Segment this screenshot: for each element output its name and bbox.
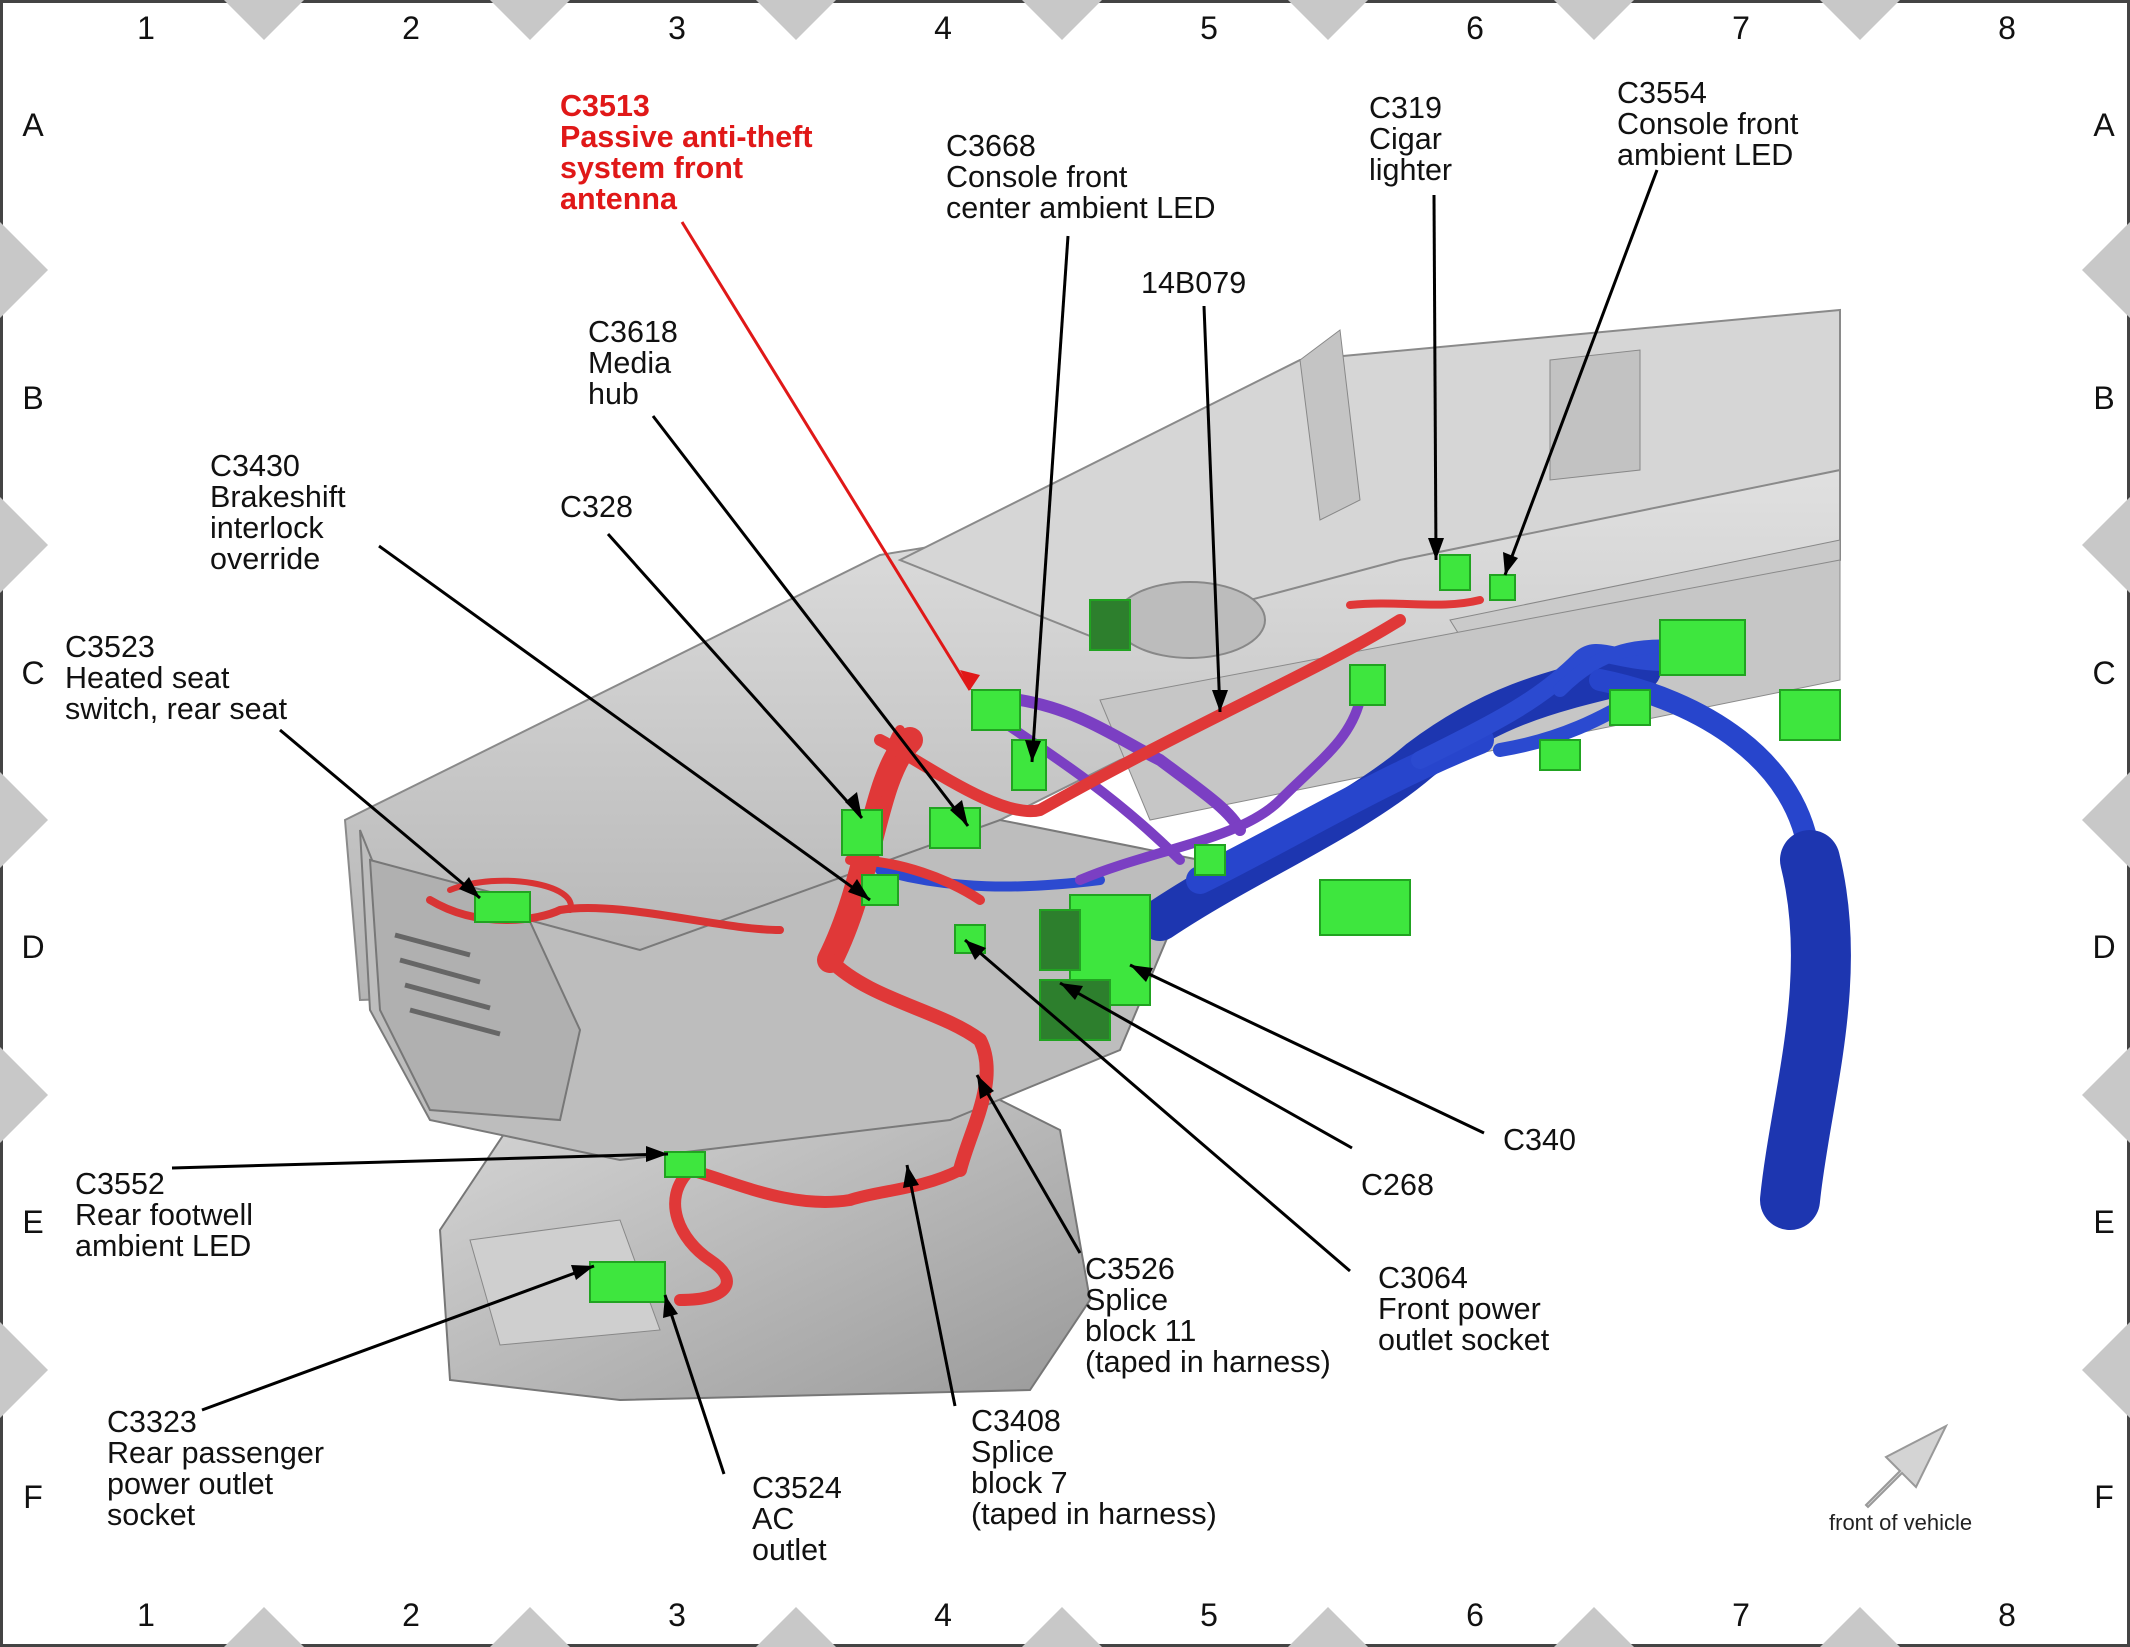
callout-c340: C340: [1503, 1123, 1576, 1157]
grid-col-label-top-7: 7: [1732, 10, 1750, 46]
leader-lines: [171, 169, 1659, 1475]
callout-c3552: C3552 Rear footwell ambient LED: [75, 1167, 253, 1263]
grid-col-label-bottom-5: 5: [1200, 1597, 1218, 1633]
grid-col-label-bottom-7: 7: [1732, 1597, 1750, 1633]
grid-col-label-bottom-3: 3: [668, 1597, 686, 1633]
grid-col-label-top-2: 2: [402, 10, 420, 46]
grid-row-label-right-e: E: [2093, 1204, 2115, 1240]
grid-row-label-right-d: D: [2092, 929, 2116, 965]
grid-row-label-left-d: D: [21, 929, 45, 965]
grid-col-label-top-4: 4: [934, 10, 952, 46]
callout-c3618: C3618 Media hub: [588, 315, 678, 411]
callout-c319: C319 Cigar lighter: [1369, 91, 1453, 187]
front-of-vehicle-arrow-icon: [1864, 1423, 1949, 1509]
grid-row-label-left-f: F: [23, 1479, 43, 1515]
wire-harness: [426, 596, 1851, 1306]
callout-c3668: C3668 Console front center ambient LED: [946, 129, 1216, 225]
callout-c3408: C3408 Splice block 7 (taped in harness): [971, 1404, 1217, 1531]
callout-c328: C328: [560, 490, 633, 524]
grid-col-label-top-6: 6: [1466, 10, 1484, 46]
front-of-vehicle-label: front of vehicle: [1829, 1510, 1973, 1535]
grid-row-label-left-e: E: [22, 1204, 44, 1240]
grid-col-label-bottom-4: 4: [934, 1597, 952, 1633]
callout-c3523: C3523 Heated seat switch, rear seat: [65, 630, 288, 726]
grid-row-label-right-a: A: [2093, 107, 2115, 143]
callout-c3513: C3513 Passive anti-theft system front an…: [560, 89, 813, 216]
callout-c3323: C3323 Rear passenger power outlet socket: [107, 1405, 325, 1532]
grid-row-label-left-c: C: [21, 655, 45, 691]
callout-c3524: C3524 AC outlet: [752, 1471, 842, 1567]
grid-col-label-top-3: 3: [668, 10, 686, 46]
grid-col-label-top-5: 5: [1200, 10, 1218, 46]
callout-14b079: 14B079: [1141, 266, 1247, 300]
grid-col-label-bottom-2: 2: [402, 1597, 420, 1633]
leader-arrowheads: [459, 538, 1518, 1318]
grid-col-label-bottom-1: 1: [137, 1597, 155, 1633]
grid-row-label-right-f: F: [2094, 1479, 2114, 1515]
grid-col-label-bottom-8: 8: [1998, 1597, 2016, 1633]
grid-row-label-left-b: B: [22, 380, 44, 416]
grid-row-label-right-c: C: [2092, 655, 2116, 691]
callout-c3554: C3554 Console front ambient LED: [1617, 76, 1799, 172]
callout-c268: C268: [1361, 1168, 1434, 1202]
grid-col-label-top-1: 1: [137, 10, 155, 46]
callout-c3526: C3526 Splice block 11 (taped in harness): [1085, 1252, 1331, 1379]
grid-row-label-right-b: B: [2093, 380, 2115, 416]
callout-c3430: C3430 Brakeshift interlock override: [210, 449, 346, 576]
grid-row-label-left-a: A: [22, 107, 44, 143]
callout-c3064: C3064 Front power outlet socket: [1378, 1261, 1550, 1357]
grid-col-label-top-8: 8: [1998, 10, 2016, 46]
grid-col-label-bottom-6: 6: [1466, 1597, 1484, 1633]
console-body: [343, 308, 1841, 1402]
